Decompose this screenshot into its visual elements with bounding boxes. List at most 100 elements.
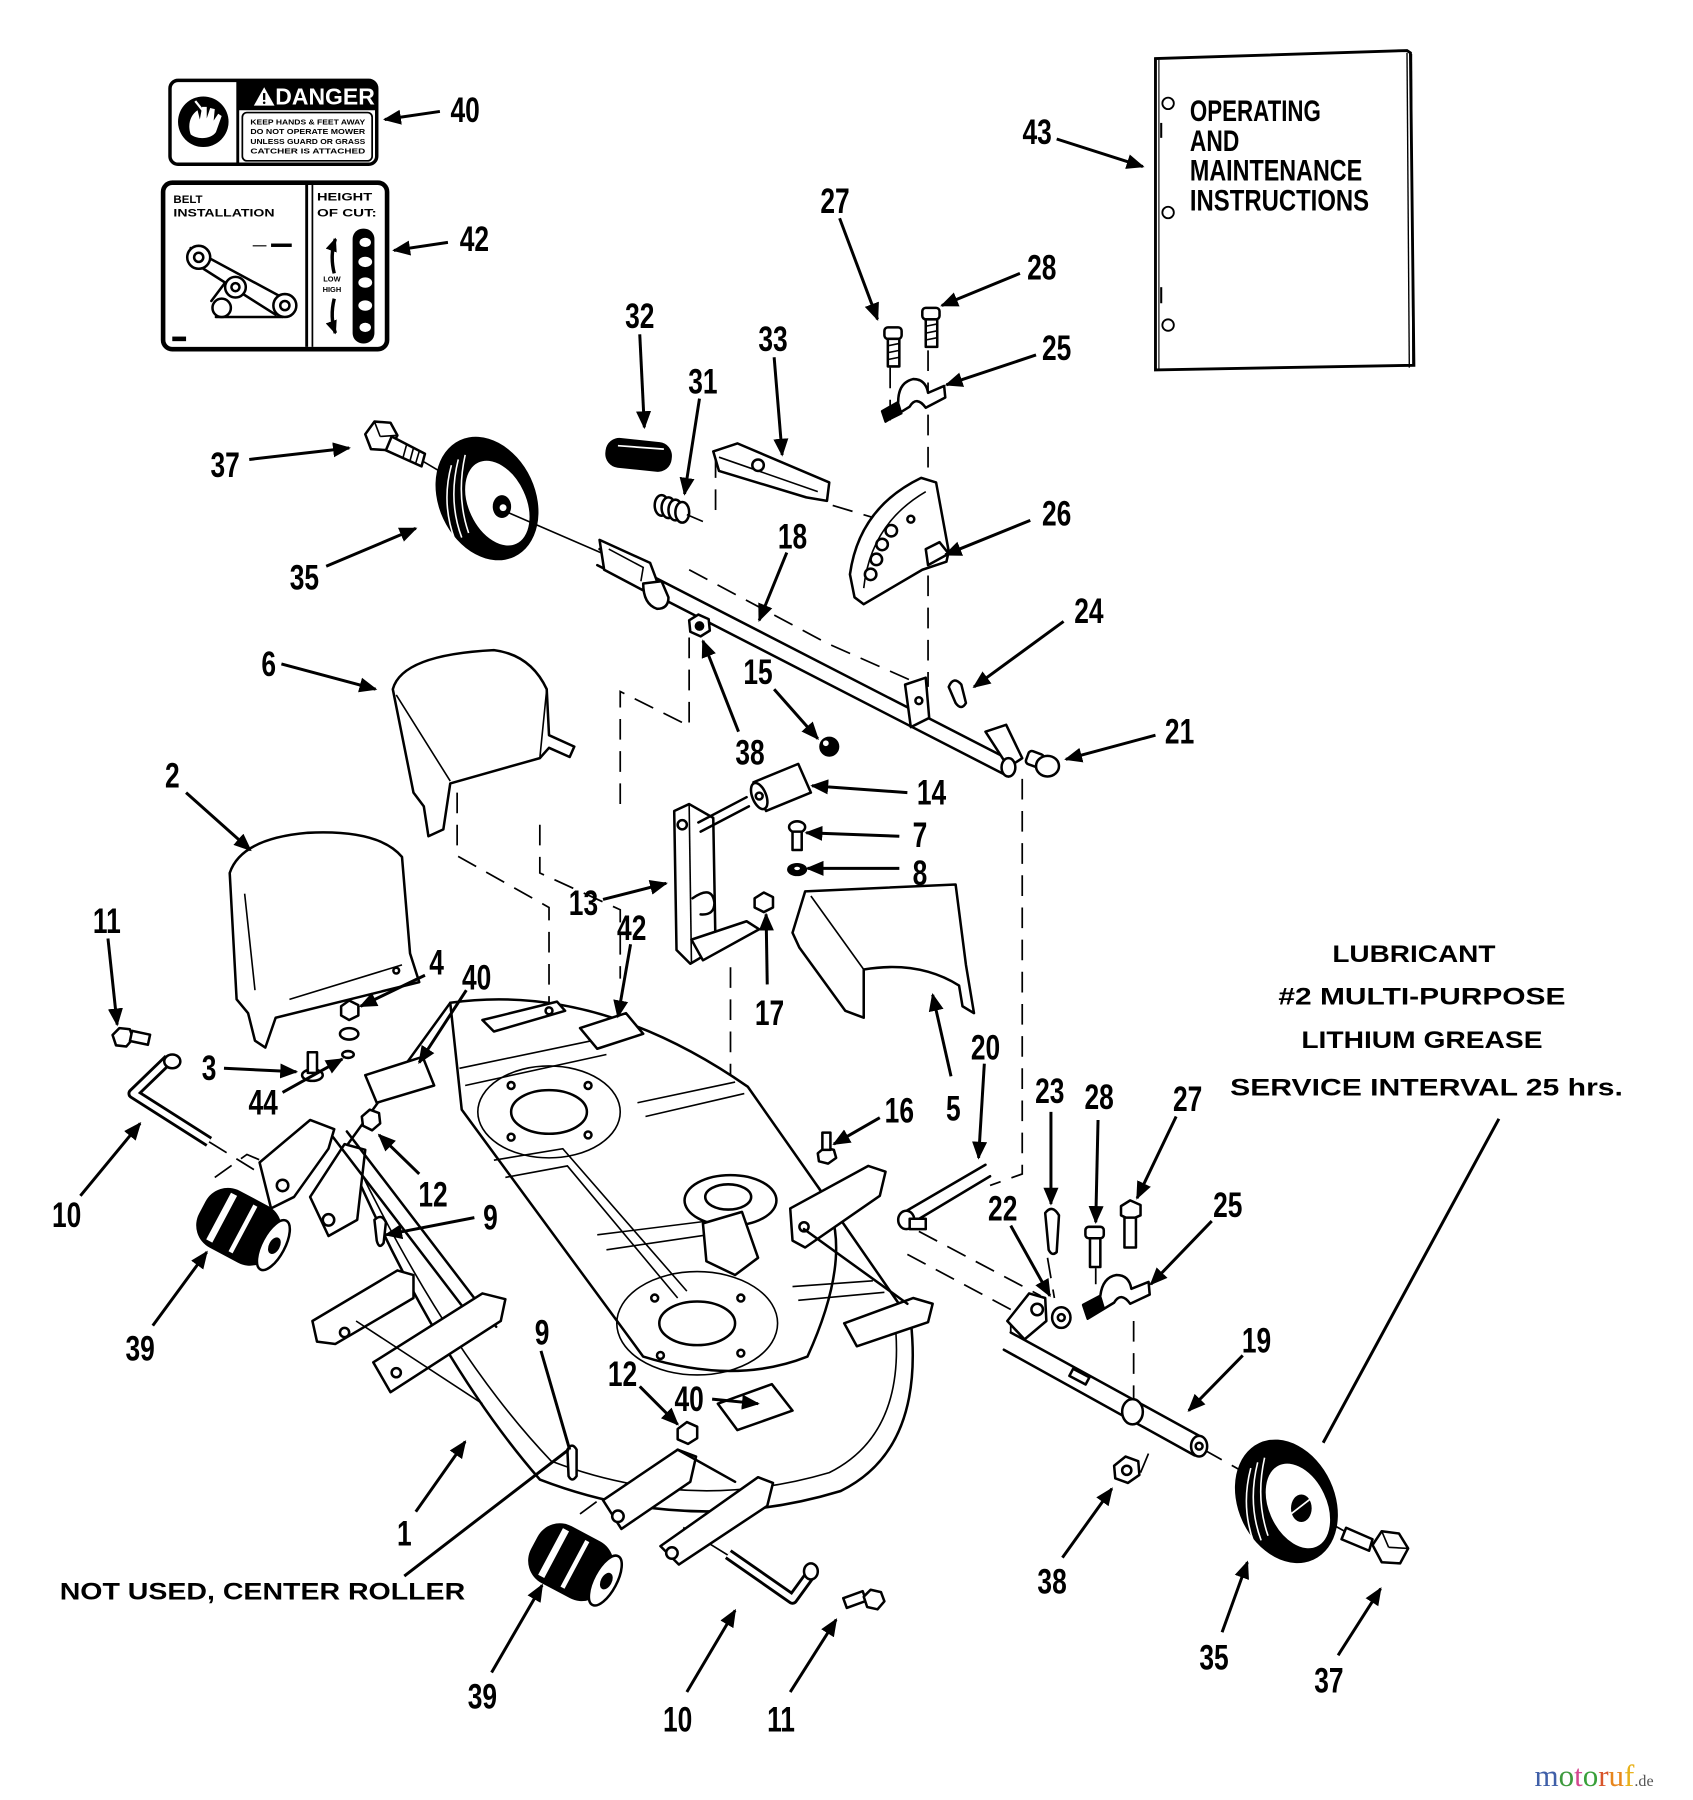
callout-arrow: [1064, 733, 1156, 763]
nut-38-top: [687, 613, 712, 638]
callout-arrow: [638, 1385, 679, 1426]
rear-wheel-bottom: [1234, 1439, 1338, 1564]
front-brackets-bottom: [601, 1448, 775, 1566]
callout-arrow: [788, 1618, 838, 1693]
clip-9-left: [373, 1215, 388, 1248]
callout-label: 9: [483, 1198, 498, 1238]
lubricant-line: SERVICE INTERVAL 25 hrs.: [1230, 1074, 1623, 1101]
callout-label: 7: [913, 815, 928, 855]
callout-label: 28: [1027, 248, 1056, 288]
belt-title: INSTALLATION: [173, 208, 274, 220]
callout-label: 40: [451, 90, 480, 130]
callout-arrow: [151, 1250, 208, 1327]
callout-arrow: [377, 1133, 421, 1176]
clamp-25-right: [1081, 1273, 1151, 1321]
bolt-28-right: [1084, 1225, 1106, 1269]
callout-arrow: [613, 943, 633, 1019]
callout-arrow: [810, 779, 908, 795]
bolt-27-right: [1119, 1199, 1142, 1249]
callout-label: 24: [1074, 591, 1104, 631]
callout-label: 4: [429, 943, 444, 983]
callout-arrow: [249, 442, 351, 461]
callout-arrow: [772, 357, 789, 457]
callout-arrow: [972, 1063, 988, 1160]
callout-label: 9: [535, 1313, 550, 1353]
lever-33: [712, 442, 831, 503]
callout-arrow: [832, 1116, 881, 1146]
callout-arrow: [79, 1122, 142, 1197]
callout-label: 3: [202, 1048, 217, 1088]
callout-arrow: [359, 973, 426, 1008]
callout-arrow: [414, 1440, 467, 1513]
callout-label: 8: [913, 853, 928, 893]
center-roller-note-text: NOT USED, CENTER ROLLER: [60, 1579, 465, 1606]
callout-arrow: [1187, 1354, 1244, 1412]
callout-label: 12: [418, 1175, 447, 1215]
callout-label: 18: [778, 517, 807, 557]
nut-12-left: [360, 1108, 382, 1132]
callout-label: 11: [767, 1700, 795, 1740]
callout-label: 5: [946, 1089, 961, 1129]
callout-label: 27: [820, 181, 849, 221]
callout-label: 33: [758, 319, 787, 359]
bolt-7: [787, 820, 807, 852]
nut-4: [338, 999, 360, 1041]
callout-arrow: [1061, 1487, 1114, 1559]
callout-label: 25: [1042, 328, 1071, 368]
callout-label: 28: [1085, 1077, 1114, 1117]
callout-label: 1: [397, 1514, 412, 1554]
callout-label: 13: [569, 883, 598, 923]
clip-9-bottom: [566, 1444, 578, 1481]
callout-label: 11: [93, 901, 121, 941]
hand-hazard-icon: [178, 96, 229, 148]
callout-arrow: [392, 240, 449, 256]
manual-title-line: MAINTENANCE: [1190, 155, 1362, 188]
deck-brackets-right: [788, 1164, 934, 1348]
height-title: OF CUT:: [317, 208, 377, 220]
nut-38-bottom: [1112, 1455, 1141, 1485]
callout-arrow: [679, 398, 701, 496]
nut-12-bottom: [676, 1420, 699, 1446]
arrow-down-icon: [325, 298, 338, 335]
clamp-25-top: [880, 377, 947, 423]
manual-title-line: AND: [1190, 125, 1239, 158]
callout-arrow: [223, 1063, 299, 1079]
lubricant-line: LUBRICANT: [1332, 941, 1495, 968]
front-axle-18: [595, 538, 1024, 778]
callout-arrow: [804, 825, 900, 841]
decal-pad-42: [578, 1011, 645, 1051]
watermark-letter: f: [1624, 1758, 1635, 1793]
danger-text-line: KEEP HANDS & FEET AWAY: [250, 117, 365, 126]
callout-arrow: [1149, 1220, 1213, 1286]
rear-axle-19: [1002, 1331, 1209, 1458]
callout-arrow: [1088, 1119, 1104, 1224]
callout-label: 27: [1173, 1079, 1202, 1119]
watermark-letter: o: [1559, 1758, 1574, 1793]
callout-arrow: [281, 1057, 344, 1094]
callout-arrow: [940, 272, 1021, 307]
danger-text-line: DO NOT OPERATE MOWER: [250, 127, 366, 136]
callouts: 40 42 43 27 28 25 32 33 31 37 35 26 18 2…: [52, 90, 1382, 1740]
callout-label: 2: [165, 755, 180, 795]
callout-arrow: [773, 688, 819, 740]
callout-arrow: [636, 334, 652, 430]
callout-arrow: [185, 791, 252, 852]
low-label: LOW: [323, 275, 341, 284]
callout-label: 15: [743, 652, 772, 692]
callout-label: 14: [917, 773, 947, 813]
callout-label: 40: [674, 1379, 703, 1419]
danger-text-line: CATCHER IS ATTACHED: [250, 147, 366, 156]
callout-arrow: [701, 639, 740, 733]
callout-arrow: [417, 989, 468, 1065]
belt-installation-decal: BELT INSTALLATION HEIGHT OF CUT: LO: [160, 180, 390, 352]
callout-label: 10: [52, 1195, 81, 1235]
hairpin-clip-24: [947, 679, 968, 709]
watermark-letter: t: [1574, 1758, 1583, 1793]
callout-label: 37: [1314, 1661, 1343, 1701]
bracket-22: [1006, 1292, 1072, 1341]
callout-label: 17: [755, 993, 784, 1033]
bolt-11-left: [111, 1026, 152, 1048]
watermark-letter: u: [1609, 1758, 1624, 1793]
danger-text-line: UNLESS GUARD OR GRASS: [250, 137, 365, 146]
